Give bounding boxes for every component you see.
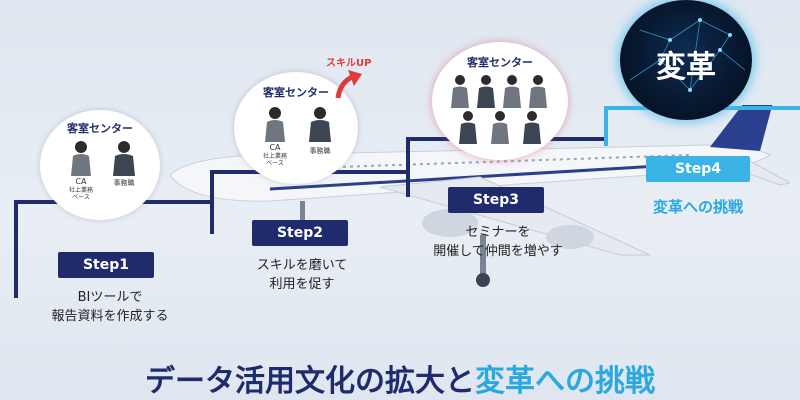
henkaku-circle: 変革 (620, 0, 752, 120)
network-pattern-icon (629, 18, 746, 92)
staff-group-icon (451, 75, 547, 144)
circle-title: 客室センター (467, 56, 533, 69)
step1-badge: Step1 (58, 252, 154, 278)
office-person-icon (309, 107, 331, 142)
bottom-title-part1: データ活用文化の拡大と (145, 364, 475, 399)
staircase-line-2-vertical (210, 170, 214, 234)
ca-sub-label: 社上業務 ベース (262, 153, 287, 167)
circle-title: 客室センター (67, 122, 133, 135)
staircase-line-3-vertical (406, 137, 410, 197)
staircase-line-4-vertical (604, 106, 608, 146)
ca-label: CA (269, 143, 281, 152)
office-label: 事務職 (309, 147, 331, 155)
office-label: 事務職 (113, 179, 135, 187)
bottom-title-part2: 変革への挑戦 (475, 364, 655, 399)
henkaku-label: 変革 (656, 50, 716, 85)
step2-badge: Step2 (252, 220, 348, 246)
step3-caption-line2: 開催して仲間を増やす (433, 244, 563, 259)
skill-up-label: スキルUP (326, 58, 372, 69)
step4-badge: Step4 (646, 156, 750, 182)
ca-person-icon (265, 107, 285, 142)
step3-caption-line1: セミナーを (465, 225, 531, 240)
staircase-line-1-vertical (14, 200, 18, 298)
step4-caption: 変革への挑戦 (652, 198, 743, 216)
office-person-icon (113, 141, 135, 176)
circle-title: 客室センター (263, 86, 329, 99)
ca-label: CA (75, 177, 87, 186)
circle-step3-center: 客室センター (432, 42, 568, 160)
step1-caption-line1: BIツールで (77, 290, 143, 305)
step1-caption-line2: 報告資料を作成する (51, 309, 169, 324)
skill-up-arrow-icon (335, 70, 362, 99)
ca-person-icon (71, 141, 91, 176)
bottom-title: データ活用文化の拡大と変革への挑戦 (0, 356, 800, 400)
step2-caption-line2: 利用を促す (269, 277, 335, 292)
circle-step1-center: 客室センター CA 社上業務 ベース 事務職 (40, 110, 160, 220)
step2-caption-line1: スキルを磨いて (256, 258, 348, 273)
step3-badge: Step3 (448, 187, 544, 213)
ca-sub-label: 社上業務 ベース (68, 187, 93, 201)
